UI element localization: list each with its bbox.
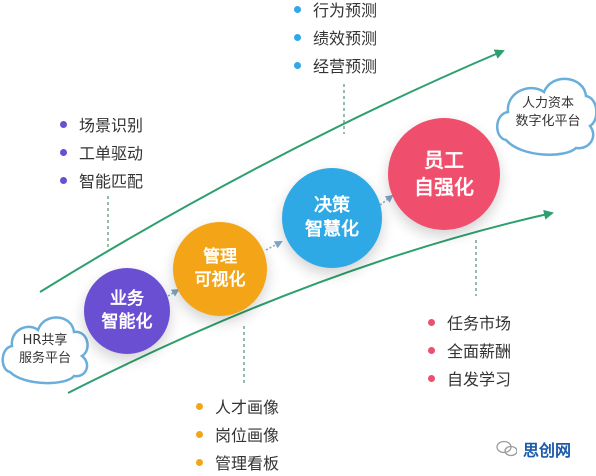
cloud-left-line1: HR共享 bbox=[22, 333, 68, 348]
list-item: 行为预测 bbox=[294, 0, 377, 23]
list-item: 工单驱动 bbox=[60, 138, 143, 166]
list-item: 全面薪酬 bbox=[428, 336, 511, 364]
list-item: 绩效预测 bbox=[294, 23, 377, 51]
bullet-dot bbox=[60, 176, 67, 184]
stage-decision-smart: 决策 智慧化 bbox=[282, 168, 382, 268]
list-management: 人才画像 岗位画像 管理看板 bbox=[196, 392, 279, 476]
cloud-right-line1: 人力资本 bbox=[521, 96, 574, 111]
list-business: 场景识别 工单驱动 智能匹配 bbox=[60, 110, 143, 194]
list-item: 任务市场 bbox=[428, 308, 511, 336]
stage-2-line2: 可视化 bbox=[194, 270, 246, 290]
list-item-label: 自发学习 bbox=[447, 370, 512, 389]
stage-3-line1: 决策 bbox=[314, 194, 350, 216]
bullet-dot bbox=[60, 120, 67, 128]
bullet-dot bbox=[428, 374, 435, 382]
connector-2-3 bbox=[265, 241, 283, 251]
list-item-label: 经营预测 bbox=[313, 57, 378, 76]
bullet-dot bbox=[196, 430, 203, 438]
list-prediction: 行为预测 绩效预测 经营预测 bbox=[294, 0, 377, 79]
list-item-label: 岗位画像 bbox=[215, 426, 280, 445]
bullet-dot bbox=[294, 5, 301, 13]
list-item-label: 管理看板 bbox=[215, 454, 280, 473]
stage-4-line2: 自强化 bbox=[414, 175, 474, 199]
list-item: 管理看板 bbox=[196, 448, 279, 476]
bullet-dot bbox=[294, 61, 301, 69]
bullet-dot bbox=[196, 458, 203, 466]
list-item: 人才画像 bbox=[196, 392, 279, 420]
list-item-label: 工单驱动 bbox=[79, 144, 144, 163]
list-item-label: 场景识别 bbox=[79, 116, 144, 135]
cloud-left-shape bbox=[1, 316, 89, 385]
connector-1-2 bbox=[167, 288, 180, 297]
list-item-label: 任务市场 bbox=[447, 314, 512, 333]
bullet-dot bbox=[294, 33, 301, 41]
stage-management-visual: 管理 可视化 bbox=[173, 222, 267, 316]
cloud-right-line2: 数字化平台 bbox=[515, 114, 581, 129]
stage-1-line1: 业务 bbox=[110, 289, 144, 310]
stage-4-line1: 员工 bbox=[424, 148, 464, 172]
list-item: 自发学习 bbox=[428, 364, 511, 392]
lower-trend-arrow bbox=[67, 209, 554, 394]
list-item-label: 智能匹配 bbox=[79, 172, 144, 191]
list-item-label: 人才画像 bbox=[215, 398, 280, 417]
wechat-logo-icon bbox=[496, 440, 518, 457]
bullet-dot bbox=[60, 148, 67, 156]
cloud-hr-shared-service: HR共享 服务平台 bbox=[14, 332, 76, 368]
list-item: 岗位画像 bbox=[196, 420, 279, 448]
bullet-dot bbox=[196, 402, 203, 410]
cloud-human-capital-platform: 人力资本 数字化平台 bbox=[508, 95, 588, 131]
list-item-label: 行为预测 bbox=[313, 1, 378, 20]
stage-3-line2: 智慧化 bbox=[305, 219, 359, 240]
stage-1-line2: 智能化 bbox=[101, 312, 153, 332]
bullet-dot bbox=[428, 346, 435, 354]
bullet-dot bbox=[428, 318, 435, 326]
list-employee: 任务市场 全面薪酬 自发学习 bbox=[428, 308, 511, 392]
connector-3-4 bbox=[379, 194, 394, 206]
list-item-label: 绩效预测 bbox=[313, 29, 378, 48]
cloud-left-line2: 服务平台 bbox=[18, 351, 71, 366]
stage-employee-empowered: 员工 自强化 bbox=[388, 118, 500, 230]
cloud-right-shape bbox=[496, 77, 596, 156]
list-item-label: 全面薪酬 bbox=[447, 342, 512, 361]
watermark: 思创网 bbox=[517, 437, 578, 461]
list-item: 智能匹配 bbox=[60, 166, 143, 194]
stage-2-line1: 管理 bbox=[203, 247, 237, 268]
list-item: 经营预测 bbox=[294, 51, 377, 79]
stage-business-intelligent: 业务 智能化 bbox=[84, 268, 170, 354]
upper-trend-arrow bbox=[39, 49, 505, 293]
list-item: 场景识别 bbox=[60, 110, 143, 138]
